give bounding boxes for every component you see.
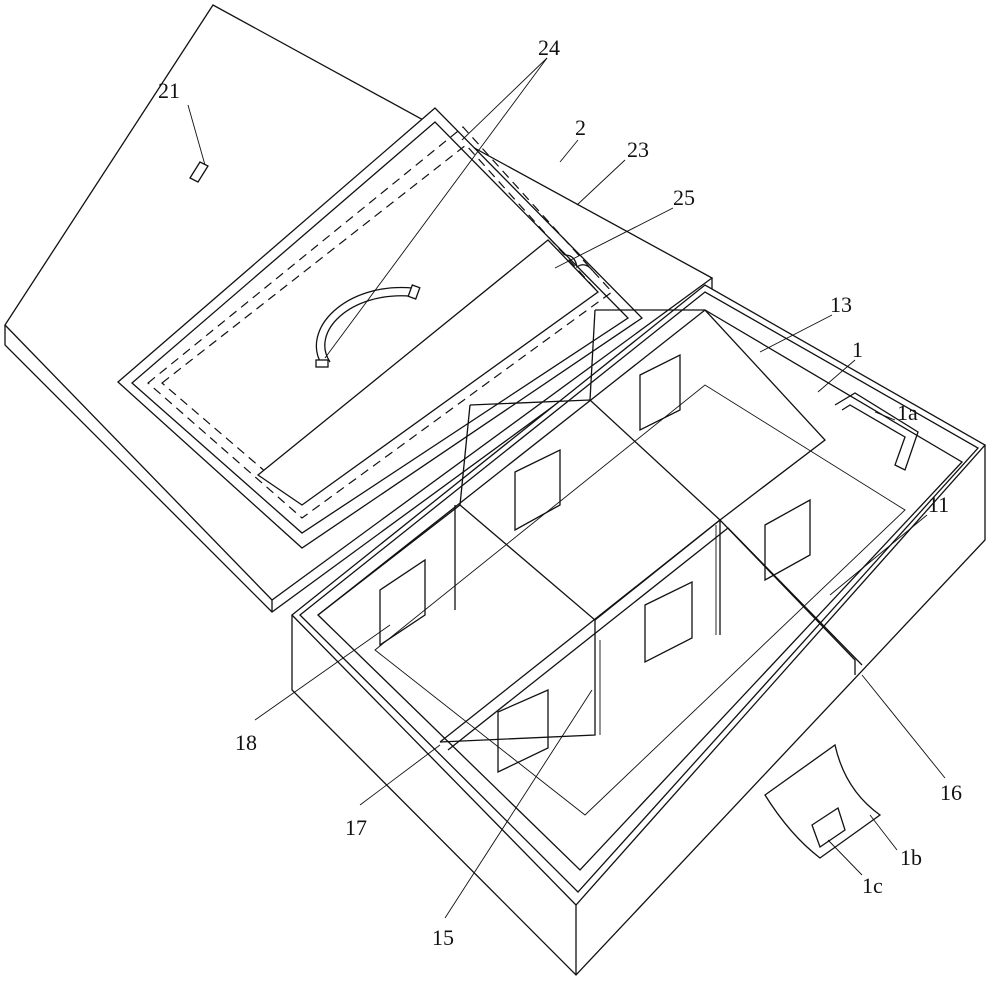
label-1b: 1b bbox=[900, 845, 922, 870]
label-1c: 1c bbox=[862, 873, 883, 898]
leader-lines bbox=[187, 57, 946, 919]
label-17: 17 bbox=[345, 815, 367, 840]
label-1a: 1a bbox=[897, 400, 918, 425]
lid-panel bbox=[117, 107, 644, 549]
lid-strip bbox=[256, 239, 599, 506]
label-21: 21 bbox=[158, 78, 180, 103]
label-16: 16 bbox=[940, 780, 962, 805]
lid-handle bbox=[315, 286, 414, 366]
label-15: 15 bbox=[432, 925, 454, 950]
divider-long bbox=[439, 519, 856, 743]
box-rim bbox=[299, 291, 980, 893]
label-25: 25 bbox=[673, 185, 695, 210]
label-23: 23 bbox=[627, 137, 649, 162]
side-handle bbox=[834, 392, 919, 471]
label-18: 18 bbox=[235, 730, 257, 755]
box bbox=[291, 284, 987, 976]
lid-dashed-recess bbox=[147, 126, 613, 519]
lid bbox=[4, 4, 714, 613]
label-24: 24 bbox=[538, 35, 560, 60]
tab-slot bbox=[811, 806, 846, 849]
front-tab bbox=[764, 743, 882, 859]
label-11: 11 bbox=[928, 492, 949, 517]
label-card bbox=[379, 558, 426, 647]
lid-clasp bbox=[189, 161, 209, 183]
label-2: 2 bbox=[575, 115, 586, 140]
label-1: 1 bbox=[852, 337, 863, 362]
label-13: 13 bbox=[830, 292, 852, 317]
